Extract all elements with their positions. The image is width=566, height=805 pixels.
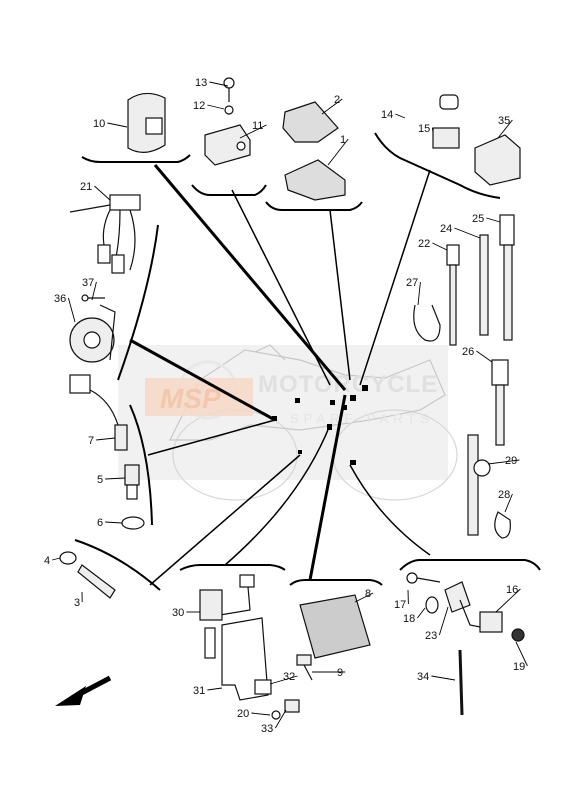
bolt-part-37 — [82, 295, 105, 301]
washer-part-6 — [122, 517, 144, 529]
washer-part-12 — [225, 106, 233, 114]
callout-8: 8 — [365, 588, 371, 600]
callout-14: 14 — [381, 109, 393, 121]
horn-part-36 — [70, 305, 115, 362]
callout-leader-27 — [418, 282, 420, 305]
callout-15: 15 — [418, 123, 430, 135]
watermark-brand: MOTORCYCLE — [258, 371, 438, 398]
callout-24: 24 — [440, 223, 452, 235]
callout-21: 21 — [80, 181, 92, 193]
callout-leader-23 — [439, 607, 448, 635]
relay-part-35 — [475, 135, 520, 185]
callout-leader-18 — [417, 608, 425, 618]
callout-28: 28 — [498, 489, 510, 501]
callout-34: 34 — [417, 671, 429, 683]
tie-part-24 — [480, 235, 488, 335]
callout-30: 30 — [172, 607, 184, 619]
callout-leader-36 — [68, 298, 75, 322]
callout-25: 25 — [472, 213, 484, 225]
tie-part-29 — [468, 435, 490, 535]
callout-leader-21 — [94, 186, 110, 200]
callout-17: 17 — [394, 599, 406, 611]
callout-19: 19 — [513, 661, 525, 673]
bracket-part-11 — [205, 125, 250, 165]
callout-11: 11 — [252, 120, 263, 132]
callout-18: 18 — [403, 613, 415, 625]
callout-leader-12 — [207, 105, 224, 109]
sensor-part-14 — [440, 95, 458, 109]
tie-part-26 — [492, 360, 508, 445]
gasket-part-4 — [60, 552, 76, 564]
callout-31: 31 — [193, 685, 205, 697]
callout-1: 1 — [340, 134, 346, 146]
callout-leader-4 — [52, 558, 60, 560]
callout-12: 12 — [193, 100, 205, 112]
callout-leader-26 — [476, 351, 492, 362]
callout-9: 9 — [337, 667, 343, 679]
callout-20: 20 — [237, 708, 249, 720]
callout-3: 3 — [74, 597, 80, 609]
callout-leader-14 — [395, 114, 405, 118]
callout-leader-20 — [251, 713, 270, 715]
callout-16: 16 — [506, 584, 518, 596]
unit-part-1 — [285, 160, 345, 200]
grommet-part-32 — [255, 680, 271, 694]
callout-4: 4 — [44, 555, 50, 567]
callout-leader-7 — [96, 438, 115, 440]
callout-37: 37 — [82, 277, 94, 289]
clamp-part-27 — [414, 305, 440, 341]
tie-part-22 — [447, 245, 459, 345]
callout-33: 33 — [261, 723, 273, 735]
callout-5: 5 — [97, 474, 103, 486]
callout-2: 2 — [334, 94, 340, 106]
nut-part-19 — [512, 629, 524, 641]
regulator-part-8 — [300, 595, 370, 658]
harness-part-21 — [70, 195, 140, 273]
sensor-part-15 — [433, 128, 459, 148]
clamp-part-28 — [495, 512, 511, 538]
bolt-part-34 — [285, 700, 299, 712]
front-arrow-icon — [55, 678, 110, 706]
callout-leader-25 — [486, 218, 500, 222]
callout-36: 36 — [54, 293, 66, 305]
callout-32: 32 — [283, 671, 295, 683]
callout-6: 6 — [97, 517, 103, 529]
screw-part-13 — [224, 78, 234, 102]
callout-23: 23 — [425, 630, 437, 642]
callout-13: 13 — [195, 77, 207, 89]
watermark-sub: SPARE PARTS — [290, 411, 434, 426]
callout-leader-34 — [431, 676, 455, 680]
callout-26: 26 — [462, 346, 474, 358]
tie-part-20 — [460, 650, 462, 715]
watermark-logo-text: MSP — [160, 383, 221, 414]
callout-22: 22 — [418, 238, 430, 250]
callout-leader-10 — [107, 123, 127, 127]
relay-part-10 — [128, 93, 165, 152]
bolt-part-9 — [297, 655, 312, 680]
callout-10: 10 — [93, 118, 105, 130]
washer-part-18 — [426, 597, 438, 613]
collar-part-33 — [272, 711, 280, 719]
callout-leader-22 — [432, 243, 447, 250]
bolt-part-17 — [407, 573, 440, 583]
callout-29: 29 — [505, 455, 517, 467]
plug-part-3 — [78, 565, 115, 598]
callout-27: 27 — [406, 277, 418, 289]
callout-leader-31 — [207, 688, 222, 690]
callout-7: 7 — [88, 435, 94, 447]
callout-leader-24 — [454, 228, 480, 238]
callout-35: 35 — [498, 115, 510, 127]
tie-part-25 — [500, 215, 514, 340]
callout-leader-15 — [432, 128, 433, 132]
callout-leader-6 — [105, 522, 122, 523]
bracket-part-23 — [445, 582, 470, 612]
switch-part-5 — [125, 465, 139, 499]
